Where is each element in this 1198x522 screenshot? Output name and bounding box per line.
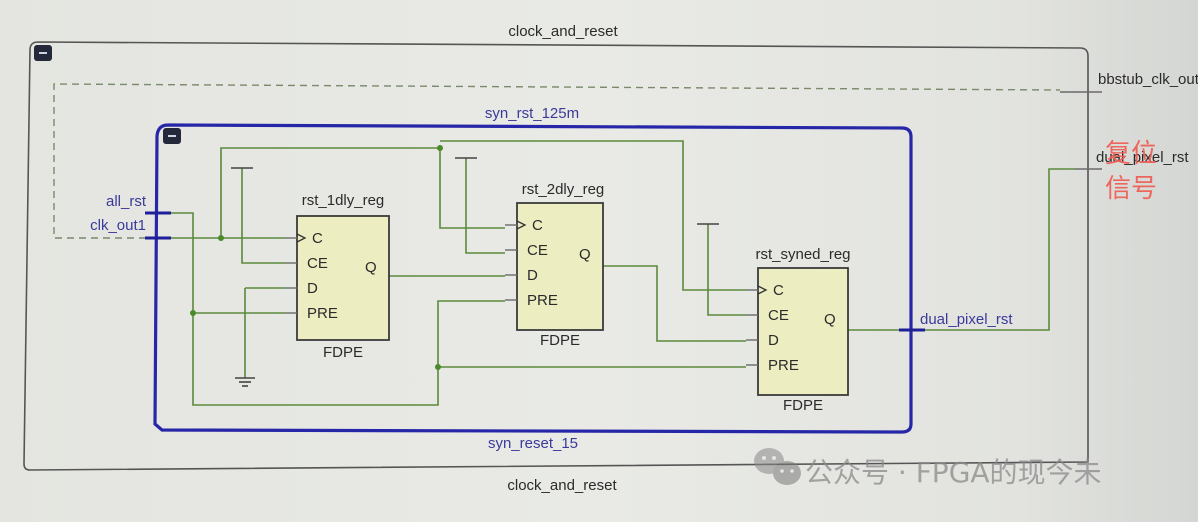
pin-ce[interactable]: CE bbox=[768, 307, 789, 324]
bbstub-clk-net[interactable] bbox=[53, 83, 1061, 239]
cell-body[interactable] bbox=[516, 202, 604, 331]
net-vcc-ce3[interactable] bbox=[707, 224, 746, 316]
cell-instance-name: rst_2dly_reg bbox=[522, 181, 605, 198]
outer-collapse-button[interactable] bbox=[34, 45, 52, 61]
watermark-text: 公众号 · FPGA的现今未 bbox=[805, 456, 1102, 489]
outer-block-clock-and-reset[interactable]: clock_and_reset clock_and_reset bbox=[23, 23, 1089, 494]
net-out-to-outer[interactable] bbox=[925, 168, 1075, 331]
port-dual-pixel-rst-inner[interactable]: dual_pixel_rst bbox=[920, 311, 1013, 328]
nets bbox=[171, 140, 1075, 406]
clock-triangle-icon bbox=[516, 220, 527, 230]
cell-body[interactable] bbox=[757, 267, 849, 396]
watermark: 公众号 · FPGA的现今未 bbox=[754, 448, 1102, 489]
pin-d[interactable]: D bbox=[527, 267, 538, 284]
pin-pre[interactable]: PRE bbox=[307, 305, 338, 322]
pin-d[interactable]: D bbox=[307, 280, 318, 297]
ground-icon bbox=[235, 377, 255, 387]
pin-ce[interactable]: CE bbox=[527, 242, 548, 259]
annotation-reset-signal-line2: 信号 bbox=[1105, 174, 1157, 204]
pin-ce[interactable]: CE bbox=[307, 255, 328, 272]
pin-c[interactable]: C bbox=[312, 230, 323, 247]
cell-instance-name: rst_syned_reg bbox=[755, 246, 850, 263]
outer-block-border bbox=[23, 41, 1089, 471]
net-rst-to-pre2[interactable] bbox=[437, 300, 505, 367]
outer-block-title-top: clock_and_reset bbox=[508, 23, 618, 40]
cell-body[interactable] bbox=[296, 215, 390, 341]
net-clk-to-reg2[interactable] bbox=[439, 150, 505, 229]
junction-dot bbox=[437, 145, 443, 151]
cell-type-label: FDPE bbox=[323, 344, 363, 361]
port-bbstub-clk-out[interactable]: bbstub_clk_out bbox=[1098, 71, 1198, 88]
inner-collapse-button[interactable] bbox=[163, 128, 181, 144]
wechat-icon bbox=[754, 448, 801, 485]
net-q2-d3[interactable] bbox=[603, 265, 746, 342]
inner-block-border bbox=[153, 123, 913, 434]
junction-dot bbox=[218, 235, 224, 241]
clock-triangle-icon bbox=[757, 285, 768, 295]
junction-dot bbox=[190, 310, 196, 316]
pin-c[interactable]: C bbox=[773, 282, 784, 299]
net-vcc-ce2[interactable] bbox=[465, 158, 505, 254]
pin-q[interactable]: Q bbox=[579, 246, 591, 263]
pin-pre[interactable]: PRE bbox=[527, 292, 558, 309]
net-vcc-ce1[interactable] bbox=[241, 168, 285, 264]
inner-block-syn-rst-125m[interactable]: syn_rst_125m syn_reset_15 bbox=[153, 105, 913, 452]
annotation-reset-signal-line1: 复位 bbox=[1105, 139, 1157, 169]
junction-dot bbox=[435, 364, 441, 370]
port-clk-out1[interactable]: clk_out1 bbox=[90, 217, 146, 234]
cell-instance-name: rst_1dly_reg bbox=[302, 192, 385, 209]
net-rst-net[interactable] bbox=[171, 212, 439, 406]
cell-type-label: FDPE bbox=[540, 332, 580, 349]
pin-c[interactable]: C bbox=[532, 217, 543, 234]
inner-block-title-top: syn_rst_125m bbox=[485, 105, 579, 122]
cell-type-label: FDPE bbox=[783, 397, 823, 414]
net-clk-to-reg3[interactable] bbox=[440, 140, 746, 291]
pin-q[interactable]: Q bbox=[824, 311, 836, 328]
port-all-rst[interactable]: all_rst bbox=[106, 193, 147, 210]
pin-q[interactable]: Q bbox=[365, 259, 377, 276]
inner-block-title-bottom: syn_reset_15 bbox=[488, 435, 578, 452]
outer-block-title-bottom: clock_and_reset bbox=[507, 477, 617, 494]
pin-pre[interactable]: PRE bbox=[768, 357, 799, 374]
pin-d[interactable]: D bbox=[768, 332, 779, 349]
port-dual-pixel-rst-outer[interactable]: dual_pixel_rst bbox=[1096, 149, 1189, 166]
net-gnd-d1[interactable] bbox=[244, 287, 285, 378]
clock-triangle-icon bbox=[296, 233, 307, 243]
